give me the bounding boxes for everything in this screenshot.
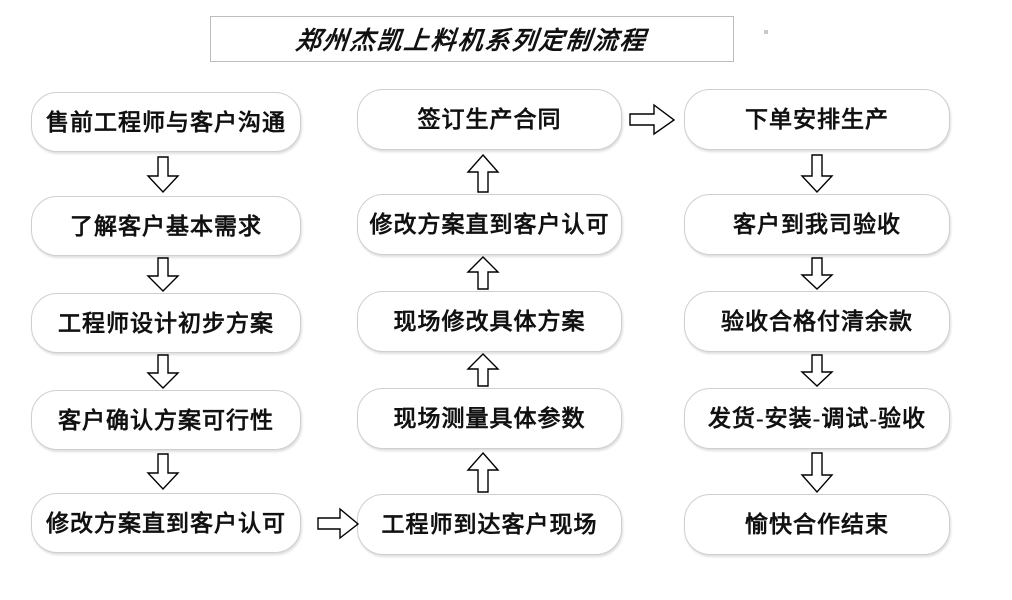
node-label: 修改方案直到客户认可 (46, 510, 286, 536)
node-c1-4[interactable]: 客户确认方案可行性 (31, 390, 301, 450)
node-label: 售前工程师与客户沟通 (46, 109, 286, 135)
node-c2-4[interactable]: 现场测量具体参数 (357, 388, 622, 449)
arrow-up-c2-1 (466, 153, 500, 193)
node-c3-2[interactable]: 客户到我司验收 (684, 194, 950, 255)
node-label: 现场修改具体方案 (393, 309, 586, 334)
diagram-title: 郑州杰凯上料机系列定制流程 (294, 28, 649, 55)
node-label: 工程师设计初步方案 (58, 310, 274, 336)
stray-speck (764, 30, 768, 34)
arrow-right-c1-to-c2 (317, 507, 360, 540)
node-c2-5[interactable]: 工程师到达客户现场 (357, 494, 622, 555)
node-label: 了解客户基本需求 (70, 213, 262, 239)
node-c3-3[interactable]: 验收合格付清余款 (684, 291, 950, 352)
node-label: 客户确认方案可行性 (58, 407, 274, 433)
arrow-down-c1-4 (146, 453, 180, 491)
node-label: 客户到我司验收 (733, 212, 901, 237)
node-label: 发货-安装-调试-验收 (708, 406, 926, 431)
node-label: 下单安排生产 (745, 107, 889, 132)
arrow-up-c2-4 (466, 451, 500, 493)
diagram-title-box: 郑州杰凯上料机系列定制流程 (210, 16, 734, 62)
node-c3-5[interactable]: 愉快合作结束 (684, 494, 950, 555)
node-label: 愉快合作结束 (745, 512, 889, 537)
arrow-down-c3-4 (800, 452, 834, 494)
node-c1-5[interactable]: 修改方案直到客户认可 (31, 493, 301, 553)
node-label: 工程师到达客户现场 (381, 512, 598, 537)
arrow-down-c1-3 (146, 354, 180, 389)
node-c2-2[interactable]: 修改方案直到客户认可 (357, 194, 622, 255)
node-label: 验收合格付清余款 (721, 309, 913, 334)
node-label: 修改方案直到客户认可 (369, 212, 610, 237)
arrow-down-c3-3 (800, 354, 834, 387)
node-c3-4[interactable]: 发货-安装-调试-验收 (684, 388, 950, 449)
node-c2-3[interactable]: 现场修改具体方案 (357, 291, 622, 352)
arrow-down-c1-1 (146, 156, 180, 194)
node-c1-3[interactable]: 工程师设计初步方案 (31, 293, 301, 353)
node-c1-2[interactable]: 了解客户基本需求 (31, 196, 301, 256)
arrow-right-c2-to-c3 (629, 103, 676, 136)
arrow-down-c3-2 (800, 257, 834, 290)
node-c2-1[interactable]: 签订生产合同 (357, 89, 622, 150)
arrow-down-c3-1 (800, 154, 834, 194)
node-c1-1[interactable]: 售前工程师与客户沟通 (31, 92, 301, 152)
arrow-down-c1-2 (146, 257, 180, 292)
node-label: 签订生产合同 (417, 107, 562, 132)
arrow-up-c2-2 (466, 256, 500, 290)
node-label: 现场测量具体参数 (393, 406, 586, 431)
arrow-up-c2-3 (466, 353, 500, 387)
node-c3-1[interactable]: 下单安排生产 (684, 89, 950, 150)
